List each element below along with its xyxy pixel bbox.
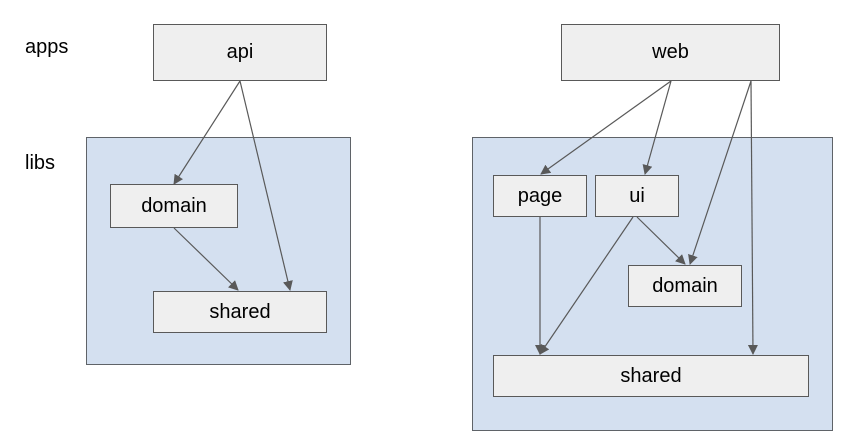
libs-label: libs (25, 152, 56, 174)
node-web: web (561, 24, 780, 81)
node-shared-left: shared (153, 291, 327, 333)
node-page: page (493, 175, 587, 217)
node-domain-right: domain (628, 265, 742, 307)
node-api: api (153, 24, 327, 81)
node-shared-right: shared (493, 355, 809, 397)
node-ui: ui (595, 175, 679, 217)
apps-label: apps (25, 36, 69, 58)
node-domain-left: domain (110, 184, 238, 228)
